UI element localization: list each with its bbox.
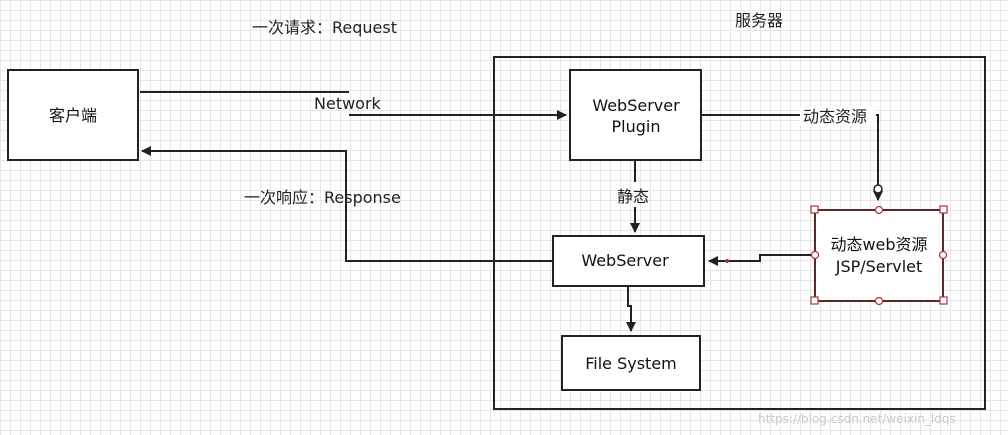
arrow-handle-dot: [725, 259, 729, 263]
resize-handle-bottom-right[interactable]: [939, 296, 948, 305]
dynamic-resource-label: 动态资源: [803, 107, 867, 126]
resize-handle-bottom[interactable]: [874, 296, 884, 306]
dynamic-label-bg: [800, 106, 876, 126]
resize-handle-right[interactable]: [938, 250, 948, 260]
static-label: 静态: [617, 187, 649, 206]
dynamic-resource-arrow: [701, 114, 883, 201]
client-box[interactable]: [7, 69, 139, 161]
plugin-label-line1: WebServer: [592, 96, 680, 115]
connector-handle: [873, 184, 883, 194]
plugin-label-line2: Plugin: [612, 117, 661, 136]
dynamic-to-webserver-arrow: [708, 254, 815, 266]
dynamic-box-label-line1: 动态web资源: [830, 235, 927, 254]
dynamic-box-label-line2: JSP/Servlet: [835, 257, 923, 276]
response-arrow: [141, 146, 553, 262]
client-label: 客户端: [49, 106, 97, 125]
server-title: 服务器: [735, 11, 783, 30]
webserver-to-filesystem-arrow: [626, 286, 636, 332]
resize-handle-bottom-left[interactable]: [810, 296, 819, 305]
dynamic-web-resource-box[interactable]: [814, 209, 944, 302]
server-container[interactable]: [493, 56, 986, 410]
resize-handle-top-left[interactable]: [810, 205, 819, 214]
watermark: https://blog.csdn.net/weixin_ldqs: [758, 412, 956, 426]
resize-handle-top[interactable]: [874, 205, 884, 215]
selection-handles[interactable]: [810, 205, 948, 306]
resize-handle-top-right[interactable]: [939, 205, 948, 214]
webserver-plugin-box[interactable]: [569, 69, 702, 161]
file-system-label: File System: [585, 354, 677, 373]
request-label: 一次请求：Request: [252, 18, 397, 37]
webserver-label: WebServer: [581, 251, 669, 270]
network-label: Network: [314, 94, 382, 113]
file-system-box[interactable]: [561, 335, 701, 391]
resize-handle-left[interactable]: [810, 250, 820, 260]
response-label: 一次响应：Response: [244, 188, 401, 207]
